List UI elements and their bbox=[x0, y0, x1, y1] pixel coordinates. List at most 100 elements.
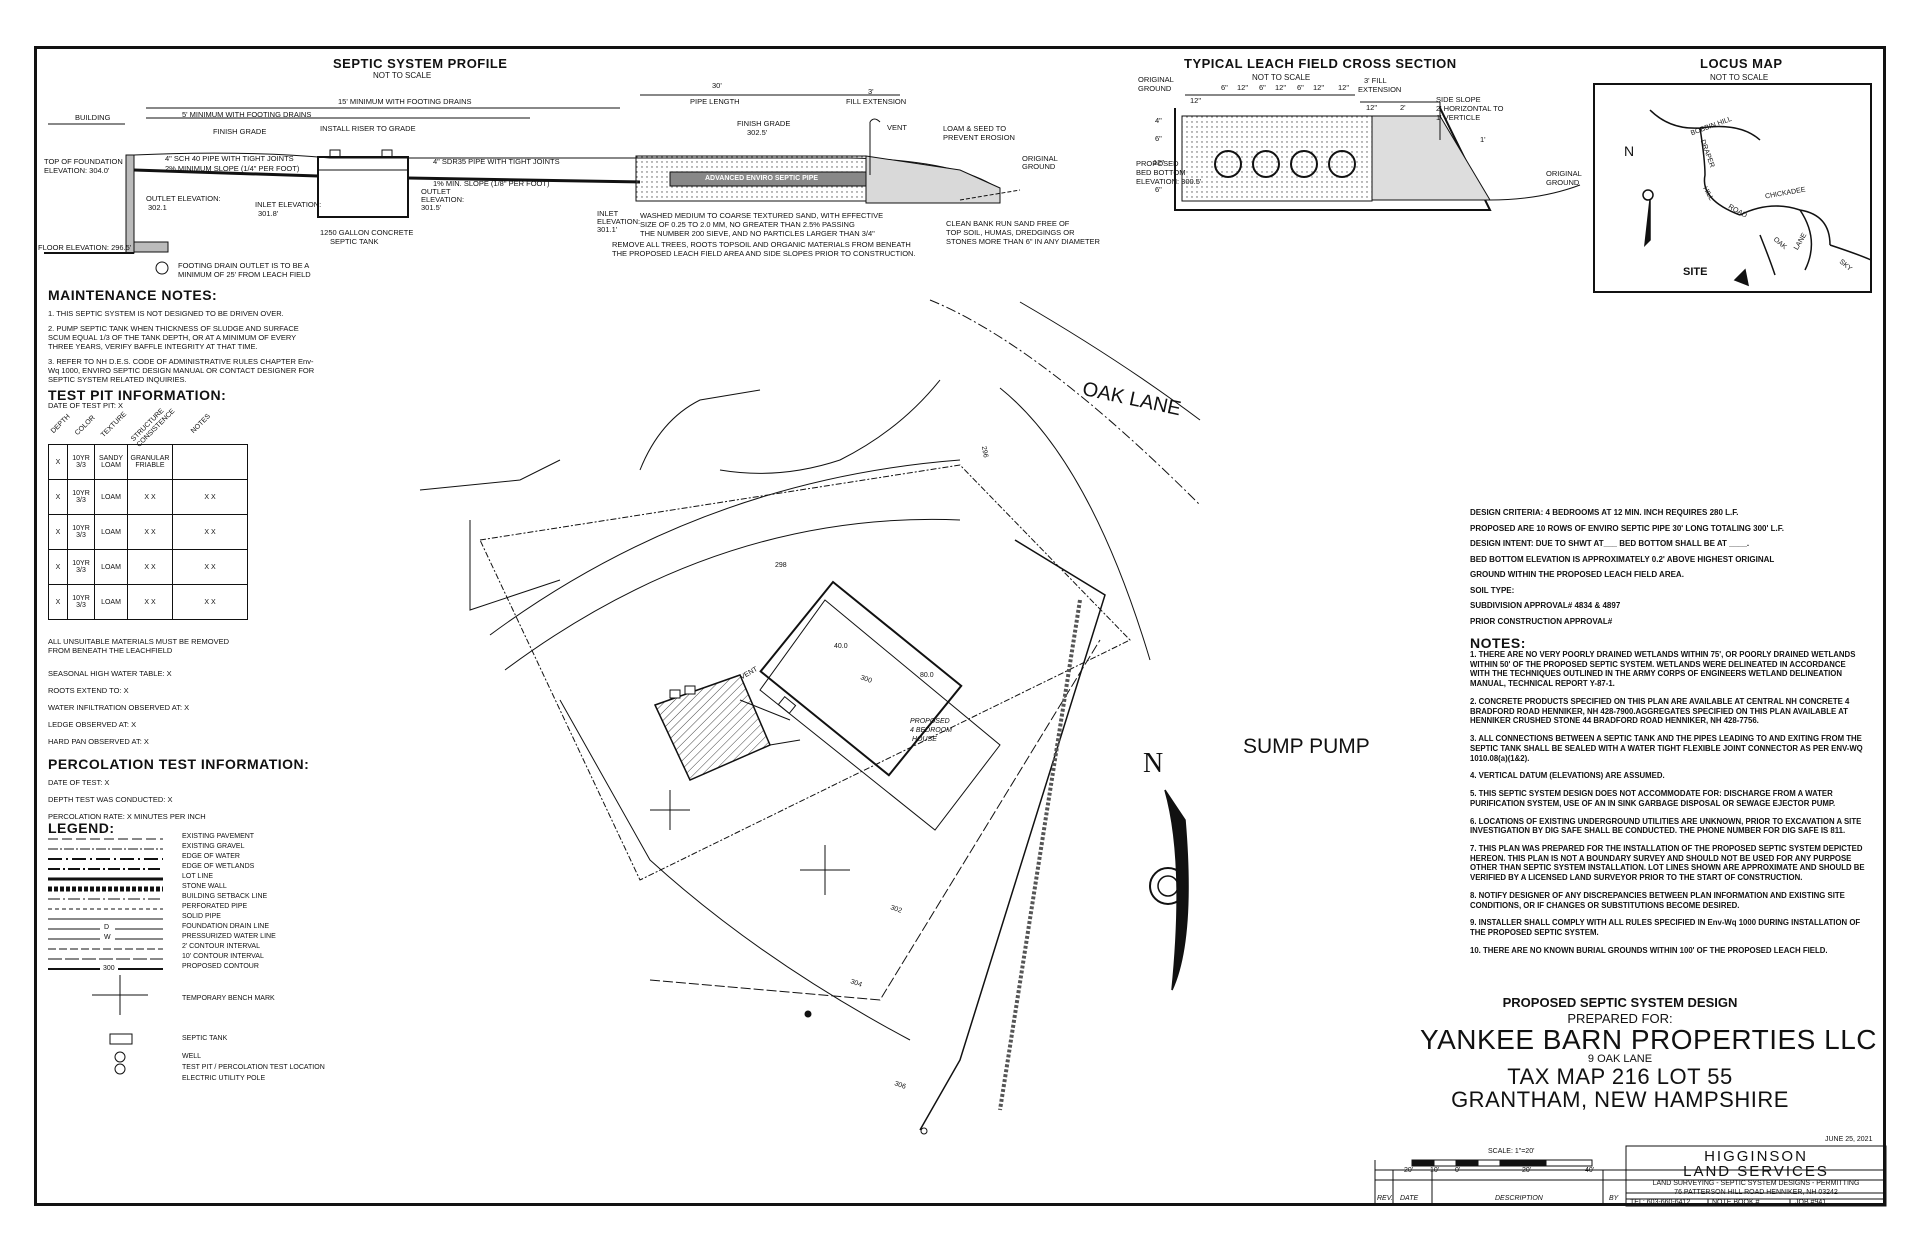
title-client: YANKEE BARN PROPERTIES LLC bbox=[1420, 1024, 1877, 1055]
plan-house-label: PROPOSED bbox=[910, 718, 950, 725]
cross-section-orig-ground-right-2: GROUND bbox=[1546, 178, 1580, 187]
scale-tick: 20' bbox=[1522, 1167, 1532, 1174]
profile-inlet-elev-val: 301.8' bbox=[258, 209, 279, 218]
test-pit-table: X 10YR 3/3 SANDY LOAM GRANULAR FRIABLE X… bbox=[48, 444, 248, 620]
profile-loam-2: PREVENT EROSION bbox=[943, 133, 1015, 142]
test-pit-field: SEASONAL HIGH WATER TABLE: X bbox=[48, 669, 172, 678]
legend-item: 10' CONTOUR INTERVAL bbox=[182, 953, 264, 960]
legend-item: LOT LINE bbox=[182, 873, 213, 880]
notes-list: 1. THERE ARE NO VERY POORLY DRAINED WETL… bbox=[1470, 650, 1865, 964]
profile-tank-2: SEPTIC TANK bbox=[330, 237, 379, 246]
profile-top-foundation: TOP OF FOUNDATION bbox=[44, 157, 123, 166]
sheet-border bbox=[34, 46, 1886, 1206]
test-pit-field: ROOTS EXTEND TO: X bbox=[48, 686, 129, 695]
legend-item: 2' CONTOUR INTERVAL bbox=[182, 943, 260, 950]
cross-section-dim-1ft: 1' bbox=[1480, 135, 1486, 144]
cross-section-orig-ground-2: GROUND bbox=[1138, 84, 1172, 93]
note-item: 10. THERE ARE NO KNOWN BURIAL GROUNDS WI… bbox=[1470, 945, 1828, 955]
cross-section-side-slope-2: 2' HORIZONTAL TO bbox=[1436, 104, 1504, 113]
cross-section-dim: 12" bbox=[1275, 83, 1287, 92]
maintenance-note: 2. PUMP SEPTIC TANK WHEN THICKNESS OF SL… bbox=[48, 324, 299, 351]
cross-section-vert: 4" bbox=[1155, 116, 1162, 125]
plan-north-label: N bbox=[1143, 748, 1164, 779]
legend-item: PRESSURIZED WATER LINE bbox=[182, 933, 276, 940]
profile-clean-3: STONES MORE THAN 6" IN ANY DIAMETER bbox=[946, 237, 1100, 246]
profile-fill-ext: FILL EXTENSION bbox=[846, 97, 907, 106]
scale-tick: 20' bbox=[1404, 1167, 1414, 1174]
firm-name-1: HIGGINSON bbox=[1704, 1148, 1808, 1165]
profile-pipe-sdr35: 4" SDR35 PIPE WITH TIGHT JOINTS bbox=[433, 157, 560, 166]
profile-finish-grade-2-val: 302.5' bbox=[747, 128, 768, 137]
legend-test-pit: TEST PIT / PERCOLATION TEST LOCATION bbox=[182, 1064, 325, 1071]
note-item: 7. THIS PLAN WAS PREPARED FOR THE INSTAL… bbox=[1470, 844, 1865, 883]
cross-section-vert: 6" bbox=[1155, 185, 1162, 194]
note-item: 5. THIS SEPTIC SYSTEM DESIGN DOES NOT AC… bbox=[1470, 789, 1836, 808]
design-line: DESIGN CRITERIA: 4 BEDROOMS AT 12 MIN. I… bbox=[1470, 508, 1739, 517]
profile-footing-drain-2: MINIMUM OF 25' FROM LEACH FIELD bbox=[178, 270, 311, 279]
table-row: X 10YR 3/3 SANDY LOAM GRANULAR FRIABLE bbox=[48, 444, 248, 480]
profile-washed-1: WASHED MEDIUM TO COARSE TEXTURED SAND, W… bbox=[640, 211, 884, 220]
legend-item: PROPOSED CONTOUR bbox=[182, 963, 259, 970]
profile-inlet-elev-2: INLET bbox=[597, 209, 619, 218]
legend-item: STONE WALL bbox=[182, 883, 227, 890]
perc-title: PERCOLATION TEST INFORMATION: bbox=[48, 756, 310, 772]
plan-sump-pump: SUMP PUMP bbox=[1243, 735, 1370, 758]
test-pit-date: DATE OF TEST PIT: X bbox=[48, 401, 124, 410]
cross-section-vert: 12" bbox=[1153, 158, 1165, 167]
plan-contour-label: 298 bbox=[775, 562, 787, 569]
profile-top-foundation-elev: ELEVATION: 304.0' bbox=[44, 166, 110, 175]
title-block-linework bbox=[1374, 1145, 1887, 1207]
legend-w-letter: W bbox=[104, 934, 111, 941]
note-item: 2. CONCRETE PRODUCTS SPECIFIED ON THIS P… bbox=[1470, 696, 1850, 726]
scale-tick: 0' bbox=[1455, 1167, 1461, 1174]
profile-install-riser: INSTALL RISER TO GRADE bbox=[320, 124, 416, 133]
profile-clean-2: TOP SOIL, HUMAS, DREDGINGS OR bbox=[946, 228, 1075, 237]
perc-field: DATE OF TEST: X bbox=[48, 778, 110, 787]
profile-finish-grade: FINISH GRADE bbox=[213, 127, 267, 136]
notes-title: NOTES: bbox=[1470, 635, 1526, 651]
firm-services: LAND SURVEYING - SEPTIC SYSTEM DESIGNS -… bbox=[1652, 1180, 1860, 1187]
profile-outlet-elev: OUTLET ELEVATION: bbox=[146, 194, 221, 203]
design-line: PROPOSED ARE 10 ROWS OF ENVIRO SEPTIC PI… bbox=[1470, 524, 1784, 533]
design-line: SUBDIVISION APPROVAL# 4834 & 4897 bbox=[1470, 601, 1621, 610]
profile-inlet-elev: INLET ELEVATION: bbox=[255, 200, 322, 209]
profile-outlet-elev-2: OUTLET bbox=[421, 187, 451, 196]
site-plan-drawing bbox=[419, 299, 1201, 1135]
profile-inlet-elev-2-val: 301.1' bbox=[597, 225, 618, 234]
profile-subtitle: NOT TO SCALE bbox=[373, 71, 432, 80]
profile-floor-elev: FLOOR ELEVATION: 296.5' bbox=[38, 243, 132, 252]
note-item: 6. LOCATIONS OF EXISTING UNDERGROUND UTI… bbox=[1470, 816, 1862, 836]
legend-swatches bbox=[48, 838, 163, 1075]
scale-tick: 40' bbox=[1585, 1167, 1595, 1174]
test-pit-title: TEST PIT INFORMATION: bbox=[48, 387, 227, 403]
maintenance-note: 1. THIS SEPTIC SYSTEM IS NOT DESIGNED TO… bbox=[48, 309, 284, 318]
cross-section-dim: 6" bbox=[1221, 83, 1228, 92]
profile-clean-1: CLEAN BANK RUN SAND FREE OF bbox=[946, 219, 1070, 228]
cross-section-dim-2ft: 2' bbox=[1400, 103, 1406, 112]
profile-building: BUILDING bbox=[75, 113, 111, 122]
legend-item: BUILDING SETBACK LINE bbox=[182, 893, 268, 900]
profile-vent: VENT bbox=[887, 123, 908, 132]
scale-label: SCALE: 1"=20' bbox=[1488, 1148, 1535, 1155]
cross-section-orig-ground-right: ORIGINAL bbox=[1546, 169, 1582, 178]
locus-subtitle: NOT TO SCALE bbox=[1710, 73, 1769, 82]
firm-address: 76 PATTERSON HILL ROAD HENNIKER, NH 0324… bbox=[1674, 1189, 1838, 1196]
plan-dim-40: 40.0 bbox=[834, 643, 848, 650]
cross-section-title: TYPICAL LEACH FIELD CROSS SECTION bbox=[1184, 56, 1457, 71]
cross-section-dim: 6" bbox=[1259, 83, 1266, 92]
profile-pipe-sch40: 4" SCH 40 PIPE WITH TIGHT JOINTS bbox=[165, 154, 294, 163]
note-item: 8. NOTIFY DESIGNER OF ANY DISCREPANCIES … bbox=[1470, 890, 1845, 910]
design-line: PRIOR CONSTRUCTION APPROVAL# bbox=[1470, 617, 1613, 626]
locus-north: N bbox=[1624, 143, 1635, 159]
cross-section-side-slope-3: 1' VERTICLE bbox=[1436, 113, 1481, 122]
profile-outlet-elev-2b: ELEVATION: bbox=[421, 195, 465, 204]
profile-orig-ground-2: GROUND bbox=[1022, 162, 1056, 171]
profile-remove-2: THE PROPOSED LEACH FIELD AREA AND SIDE S… bbox=[612, 249, 916, 258]
title-town: GRANTHAM, NEW HAMPSHIRE bbox=[1451, 1087, 1789, 1112]
cross-section-drawing bbox=[1174, 94, 1581, 211]
title-address: 9 OAK LANE bbox=[1587, 1053, 1653, 1065]
test-pit-unsuitable: ALL UNSUITABLE MATERIALS MUST BE REMOVED bbox=[48, 637, 230, 646]
profile-footing-drain: FOOTING DRAIN OUTLET IS TO BE A bbox=[178, 261, 310, 270]
legend-item: EDGE OF WATER bbox=[182, 853, 240, 860]
